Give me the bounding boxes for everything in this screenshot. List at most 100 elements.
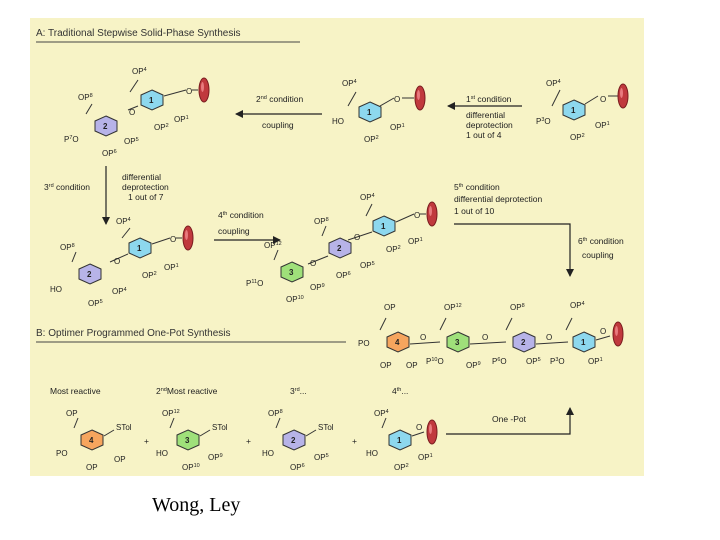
svg-text:OP1: OP1	[390, 123, 405, 132]
reactivity-1: Most reactive	[50, 386, 101, 396]
linker-O: O	[600, 95, 606, 104]
svg-text:2: 2	[337, 244, 342, 253]
svg-text:O: O	[354, 233, 360, 242]
building-block-2: 2 OP8 STol HO OP5 OP6	[262, 409, 334, 472]
svg-text:OP8: OP8	[78, 93, 93, 102]
svg-text:2: 2	[521, 338, 526, 347]
step6-condition: 6th condition	[578, 236, 624, 246]
svg-text:PO: PO	[56, 449, 68, 458]
svg-text:O: O	[170, 235, 176, 244]
step3-condition: 3rd condition	[44, 182, 90, 192]
ring-1-label: 1	[571, 106, 576, 115]
svg-text:O: O	[186, 87, 192, 96]
group-P3O: P3O	[536, 117, 551, 126]
acceptor-monosaccharide: 1 OP4 HO OP1 OP2 O	[332, 79, 426, 144]
svg-text:STol: STol	[116, 423, 132, 432]
one-pot-arrow	[446, 407, 574, 435]
svg-text:OP: OP	[406, 361, 418, 370]
step1-condition: 1st condition	[466, 94, 512, 104]
one-pot-label: One -Pot	[492, 414, 527, 424]
disaccharide-b: 1 OP4 OP1 OP2 O O 2 OP8 HO OP4 OP5	[50, 217, 194, 308]
svg-text:2: 2	[103, 122, 108, 131]
step1-line1: differential	[466, 110, 505, 120]
svg-text:OP4: OP4	[112, 287, 127, 296]
svg-text:OP5: OP5	[88, 299, 103, 308]
svg-text:STol: STol	[318, 423, 334, 432]
svg-text:PO: PO	[358, 339, 370, 348]
step5-line1: differential deprotection	[454, 194, 542, 204]
svg-text:OP6: OP6	[336, 271, 351, 280]
synthesis-figure: A: Traditional Stepwise Solid-Phase Synt…	[30, 18, 644, 476]
synthesis-scheme: A: Traditional Stepwise Solid-Phase Synt…	[36, 28, 629, 472]
svg-text:OP2: OP2	[364, 135, 379, 144]
svg-text:O: O	[600, 327, 606, 336]
svg-text:OP9: OP9	[310, 283, 325, 292]
svg-text:OP: OP	[86, 463, 98, 472]
svg-text:O: O	[129, 108, 135, 117]
section-b-title: B: Optimer Programmed One-Pot Synthesis	[36, 328, 231, 339]
step4-condition: 4th condition	[218, 210, 264, 220]
svg-text:OP12: OP12	[444, 303, 462, 312]
credit-text: Wong, Ley	[152, 494, 241, 516]
svg-text:4: 4	[89, 436, 94, 445]
svg-text:OP4: OP4	[570, 301, 585, 310]
svg-text:HO: HO	[50, 285, 62, 294]
building-block-4: 4 OP STol PO OP OP	[56, 409, 132, 472]
svg-text:OP: OP	[384, 303, 396, 312]
svg-text:OP: OP	[66, 409, 78, 418]
svg-text:OP5: OP5	[360, 261, 375, 270]
svg-text:OP4: OP4	[132, 67, 147, 76]
svg-text:2: 2	[87, 270, 92, 279]
disaccharide-a: 1 OP4 OP1 OP2 O O 2 OP8 P7O OP5 OP6	[64, 67, 210, 158]
svg-text:OP1: OP1	[418, 453, 433, 462]
svg-text:OP: OP	[380, 361, 392, 370]
svg-text:OP8: OP8	[510, 303, 525, 312]
svg-text:O: O	[546, 333, 552, 342]
svg-text:O: O	[394, 95, 400, 104]
start-monosaccharide: 1 OP4 P3O OP1 OP2 O	[536, 79, 629, 142]
reactivity-2: 2ndMost reactive	[156, 386, 218, 396]
reactivity-3: 3rd...	[290, 386, 307, 396]
svg-text:HO: HO	[332, 117, 344, 126]
plus-2: +	[246, 436, 251, 446]
svg-text:OP12: OP12	[264, 241, 282, 250]
svg-text:OP1: OP1	[164, 263, 179, 272]
svg-text:OP2: OP2	[394, 463, 409, 472]
svg-text:1: 1	[367, 108, 372, 117]
plus-1: +	[144, 436, 149, 446]
svg-text:OP2: OP2	[154, 123, 169, 132]
svg-text:OP: OP	[114, 455, 126, 464]
svg-text:O: O	[416, 423, 422, 432]
svg-text:OP5: OP5	[314, 453, 329, 462]
svg-text:1: 1	[137, 244, 142, 253]
svg-text:3: 3	[185, 436, 190, 445]
svg-text:1: 1	[581, 338, 586, 347]
step3-line1: differential	[122, 172, 161, 182]
svg-text:O: O	[420, 333, 426, 342]
svg-text:OP6: OP6	[290, 463, 305, 472]
section-a-title: A: Traditional Stepwise Solid-Phase Synt…	[36, 28, 241, 39]
svg-text:OP4: OP4	[116, 217, 131, 226]
svg-text:4: 4	[395, 338, 400, 347]
svg-text:OP4: OP4	[342, 79, 357, 88]
step5-condition: 5th condition	[454, 182, 500, 192]
resin-bead	[617, 83, 629, 109]
svg-text:3: 3	[289, 268, 294, 277]
svg-text:HO: HO	[156, 449, 168, 458]
reactivity-4: 4th...	[392, 386, 408, 396]
tetrasaccharide-product: 4 OP PO OP OP O 3 OP12 P10O OP9 O 2 OP8 …	[358, 301, 624, 370]
building-block-1: 1 OP4 O HO OP1 OP2	[366, 409, 438, 472]
svg-text:OP9: OP9	[208, 453, 223, 462]
svg-text:OP9: OP9	[466, 361, 481, 370]
svg-text:O: O	[114, 257, 120, 266]
svg-text:OP2: OP2	[142, 271, 157, 280]
step6-arrow	[454, 223, 574, 277]
svg-text:1: 1	[397, 436, 402, 445]
svg-text:OP1: OP1	[174, 115, 189, 124]
svg-text:OP8: OP8	[60, 243, 75, 252]
svg-text:1: 1	[381, 222, 386, 231]
svg-text:3: 3	[455, 338, 460, 347]
step3-line2: deprotection	[122, 182, 169, 192]
svg-text:OP8: OP8	[268, 409, 283, 418]
svg-text:HO: HO	[262, 449, 274, 458]
